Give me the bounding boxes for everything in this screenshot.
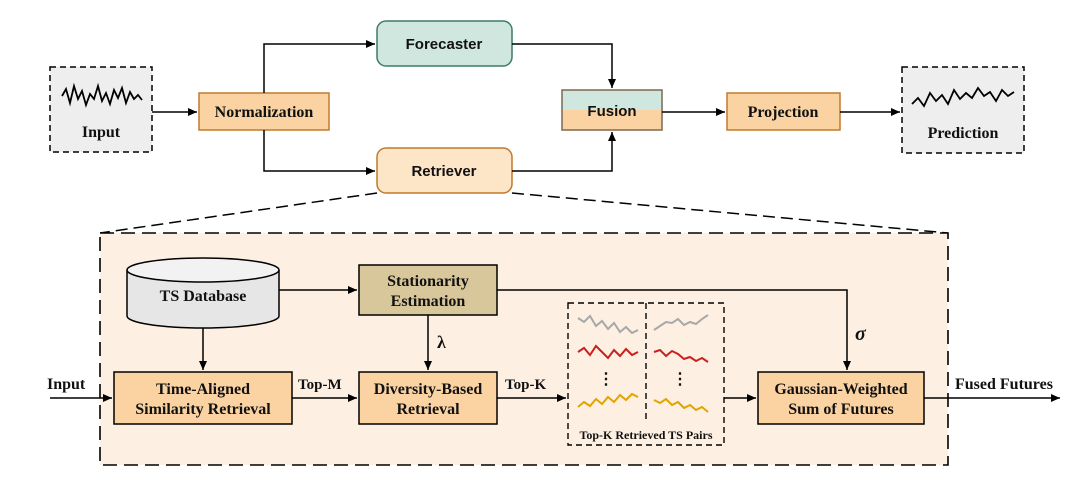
top-m-label: Top-M — [298, 377, 342, 393]
detail-connectors — [50, 286, 1060, 402]
input-series-icon — [61, 82, 143, 108]
diversity-label-line1: Diversity-Based — [374, 381, 483, 398]
retrieved-series-red-left — [577, 344, 639, 360]
ts-database-label: TS Database — [160, 288, 247, 305]
time-aligned-retrieval-block: Time-Aligned Similarity Retrieval — [113, 371, 293, 425]
fusion-block: Fusion — [561, 89, 663, 131]
retrieved-series-red-right — [653, 348, 709, 363]
retrieved-series-grey-right — [653, 314, 709, 331]
gaussian-label-line2: Sum of Futures — [788, 401, 894, 418]
normalization-label: Normalization — [215, 104, 314, 121]
diversity-retrieval-block: Diversity-Based Retrieval — [358, 371, 498, 425]
projection-label: Projection — [748, 104, 819, 121]
input-block: Input — [49, 66, 153, 153]
stationarity-estimation-block: Stationarity Estimation — [358, 264, 498, 316]
gaussian-weighted-block: Gaussian-Weighted Sum of Futures — [757, 371, 925, 425]
fused-futures-label: Fused Futures — [955, 376, 1053, 393]
input-label: Input — [82, 124, 121, 141]
normalization-block: Normalization — [198, 92, 330, 131]
forecaster-block: Forecaster — [376, 20, 513, 67]
prediction-block: Prediction — [901, 66, 1025, 154]
zoom-lines — [99, 192, 949, 234]
retriever-label: Retriever — [411, 163, 476, 180]
fusion-label: Fusion — [587, 103, 636, 120]
retrieved-pairs-caption: Top-K Retrieved TS Pairs — [579, 428, 712, 442]
retrieved-pairs-block: ⋮ ⋮ Top-K Retrieved TS Pairs — [567, 302, 725, 446]
diversity-label-line2: Retrieval — [396, 401, 460, 418]
sigma-symbol: σ — [855, 323, 867, 345]
prediction-series-icon — [911, 86, 1015, 108]
time-aligned-label-line2: Similarity Retrieval — [135, 401, 271, 418]
lambda-symbol: λ — [437, 332, 446, 352]
top-k-label: Top-K — [505, 377, 546, 393]
ellipsis-right: ⋮ — [672, 371, 688, 388]
ellipsis-left: ⋮ — [598, 371, 614, 388]
top-connectors — [152, 40, 900, 175]
stationarity-label-line1: Stationarity — [387, 273, 469, 290]
retriever-block: Retriever — [376, 147, 513, 194]
gaussian-label-line1: Gaussian-Weighted — [774, 381, 907, 398]
time-aligned-label-line1: Time-Aligned — [156, 381, 250, 398]
detail-input-label: Input — [47, 376, 86, 393]
forecaster-label: Forecaster — [406, 36, 483, 53]
prediction-label: Prediction — [928, 125, 999, 142]
projection-block: Projection — [726, 92, 841, 131]
stationarity-label-line2: Estimation — [391, 293, 466, 310]
ts-database-block: TS Database — [126, 257, 280, 329]
retrieved-series-grey-left — [577, 314, 639, 335]
retrieved-series-yellow-left — [577, 392, 639, 408]
retrieved-series-yellow-right — [653, 397, 709, 413]
